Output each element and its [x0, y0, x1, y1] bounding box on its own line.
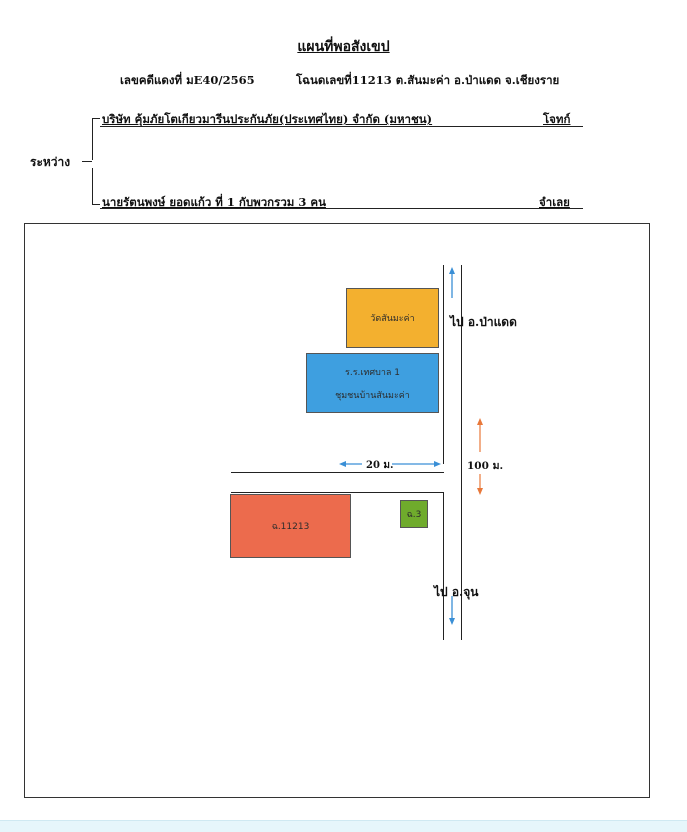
- defendant-role: จำเลย: [539, 195, 570, 209]
- school-label-line2: ชุมชนบ้านสันมะค่า: [335, 390, 410, 401]
- distance-vertical-label: 100 ม.: [467, 460, 504, 472]
- road-west-edge-upper: [443, 265, 445, 464]
- road-west-edge-lower: [443, 493, 445, 640]
- deed-info: โฉนดเลขที่11213 ต.สันมะค่า อ.ป่าแดด จ.เช…: [296, 73, 560, 87]
- horizontal-dimension-arrow-icon: [339, 461, 441, 467]
- school-block: ร.ร.เทศบาล 1 ชุมชนบ้านสันมะค่า: [306, 353, 439, 413]
- school-label-line1: ร.ร.เทศบาล 1: [345, 367, 400, 378]
- temple-label: วัดสันมะค่า: [370, 314, 415, 324]
- parcel-label: ฉ.11213: [271, 522, 310, 532]
- plaintiff-role: โจทก์: [543, 112, 571, 126]
- side-road-north-edge: [231, 472, 444, 474]
- bracket-bottom-tick: [92, 204, 100, 205]
- bracket-lower: [92, 168, 93, 204]
- plaintiff-name: บริษัท คุ้มภัยโตเกียวมารีนประกันภัย(ประเ…: [102, 112, 433, 126]
- bracket-upper: [92, 118, 93, 160]
- temple-block: วัดสันมะค่า: [346, 288, 439, 348]
- vertical-dimension-arrow-icon: [477, 418, 483, 495]
- bracket-top-tick: [92, 118, 100, 119]
- direction-south-label: ไป อ.จุน: [434, 585, 479, 599]
- small-parcel-label: ฉ.3: [406, 510, 422, 520]
- defendant-name: นายรัตนพงษ์ ยอดแก้ว ที่ 1 กับพวกรวม 3 คน: [102, 195, 326, 209]
- between-label: ระหว่าง: [30, 155, 71, 169]
- distance-horizontal-label: 20 ม.: [366, 460, 394, 471]
- south-arrow-icon: [449, 596, 455, 625]
- viewer-bottom-bar: [0, 820, 687, 832]
- direction-north-label: ไป อ.ป่าแดด: [450, 315, 517, 329]
- map-frame: [24, 223, 650, 798]
- parcel-11213-block: ฉ.11213: [230, 494, 351, 558]
- road-east-edge: [461, 265, 463, 640]
- bracket-mid-tick: [82, 161, 92, 162]
- small-parcel-block: ฉ.3: [400, 500, 428, 528]
- case-number: เลขคดีแดงที่ มE40/2565: [120, 73, 255, 87]
- side-road-south-edge: [231, 492, 444, 494]
- plaintiff-rule: [100, 126, 583, 127]
- page-title: แผนที่พอสังเขป: [297, 39, 390, 55]
- north-arrow-icon: [449, 267, 455, 298]
- defendant-rule: [100, 208, 583, 209]
